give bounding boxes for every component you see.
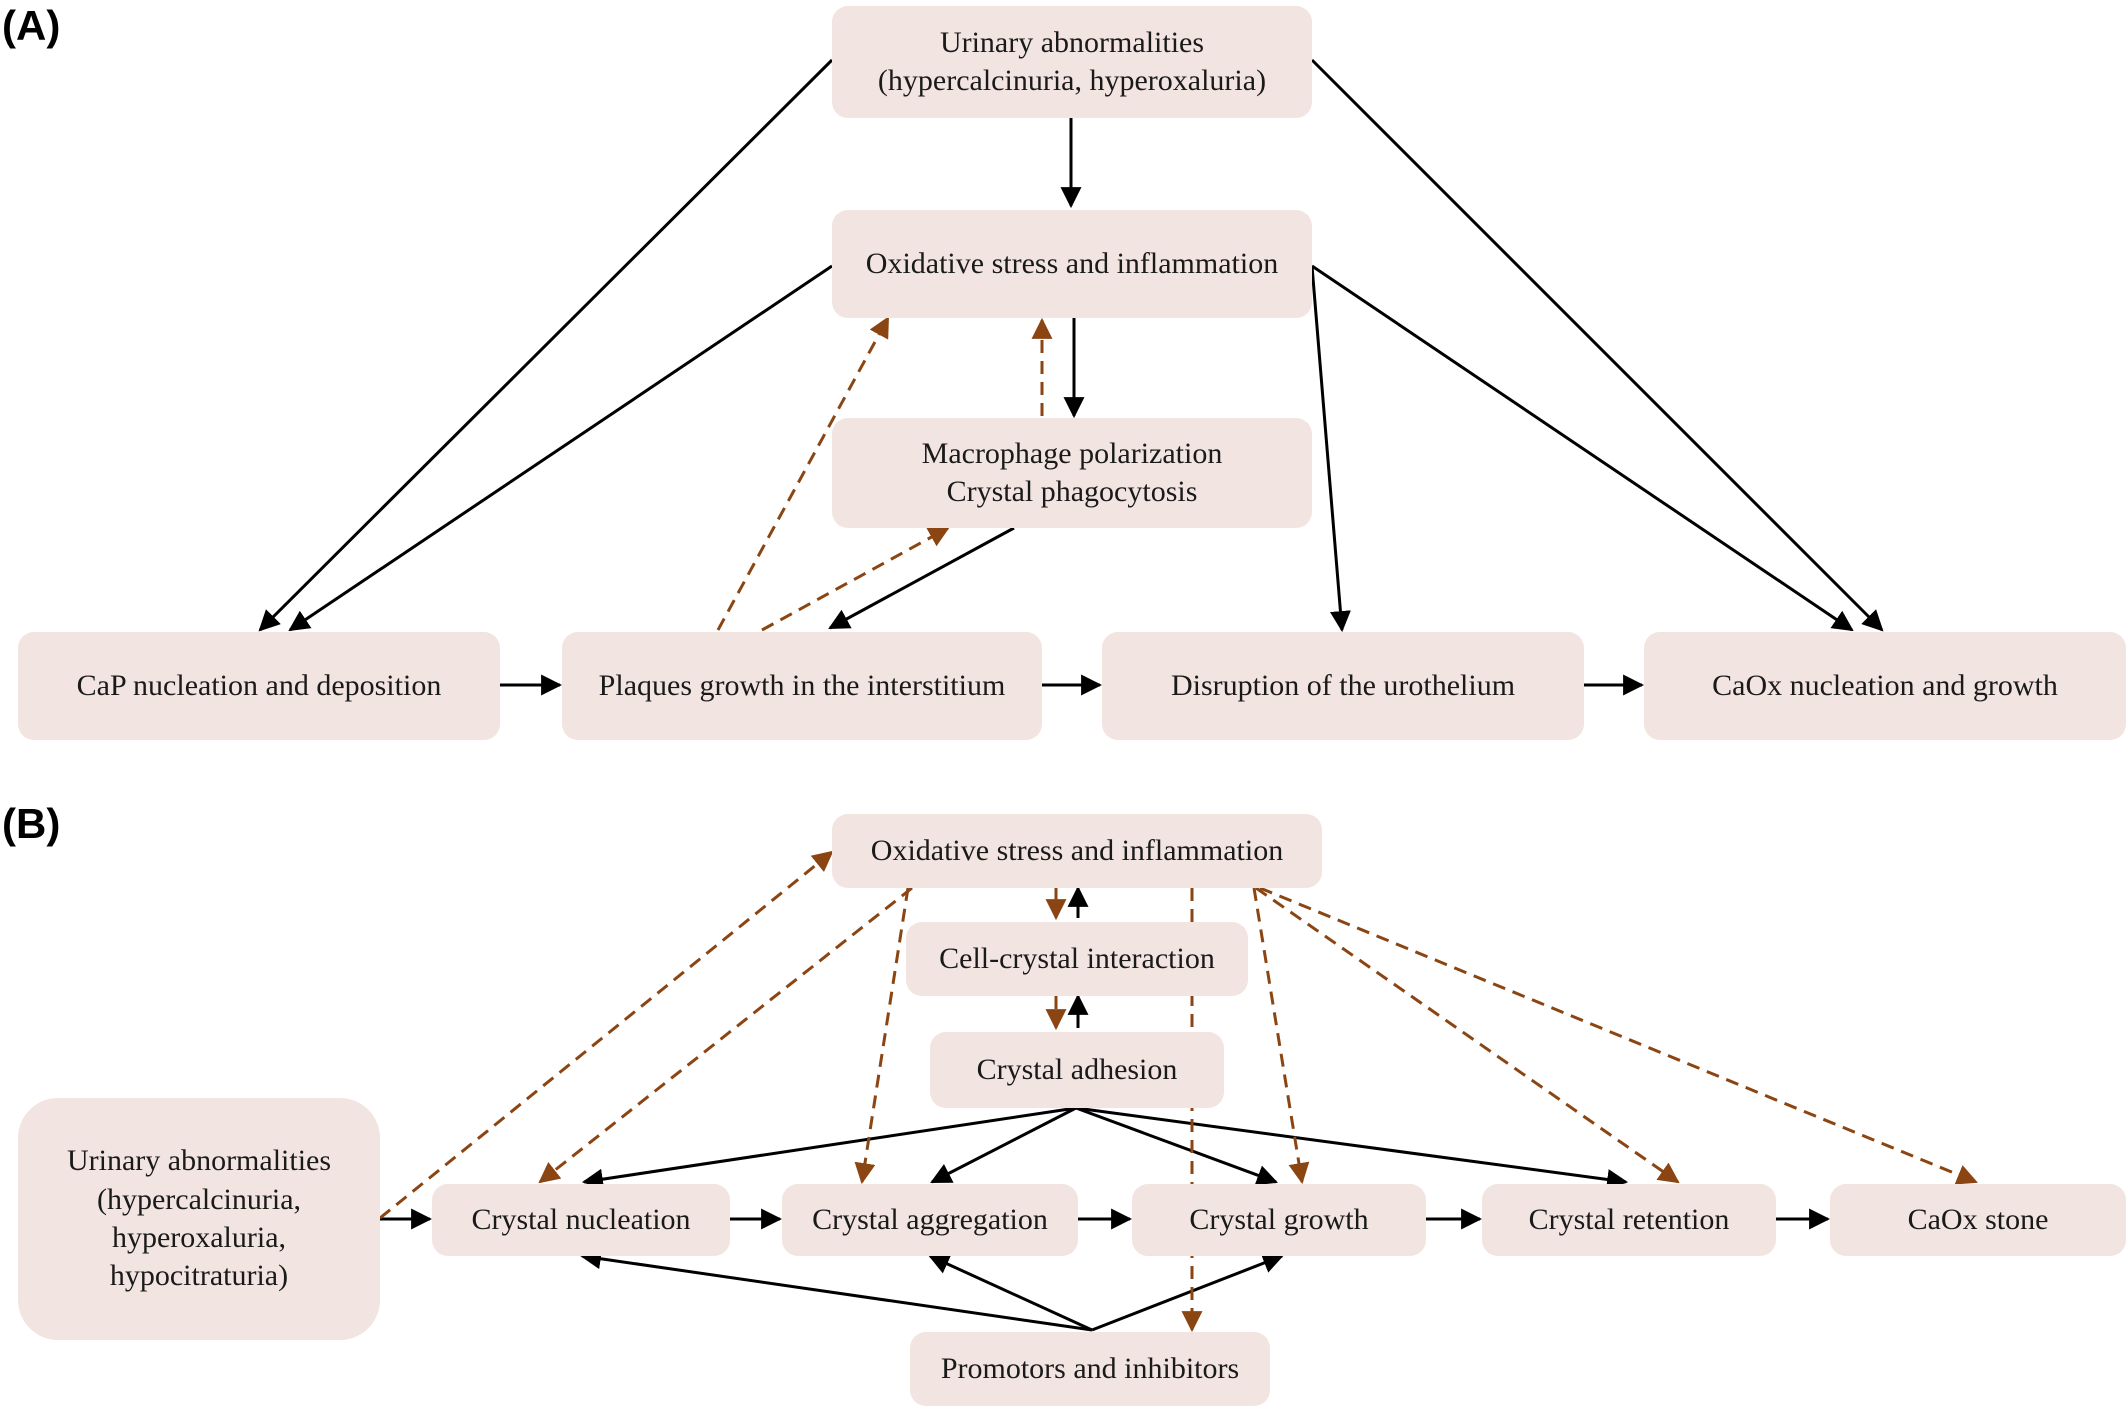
node-a-cap-nucleation: CaP nucleation and deposition (18, 632, 500, 740)
edge-b-adhesion-to-retention (1075, 1106, 1629, 1190)
edge-b-oxidative-to-retention-dashed (1255, 886, 1680, 1184)
node-a-urinary-line2: (hypercalcinuria, hyperoxaluria) (877, 64, 1267, 97)
edge-b-oxidative-to-growth-dashed (1252, 887, 1310, 1185)
panel-label-a: (A) (2, 2, 61, 49)
node-a-plaques-growth: Plaques growth in the interstitium (562, 632, 1042, 740)
node-b-crystal-retention: Crystal retention (1482, 1184, 1776, 1256)
edge-a-oxidative-to-cap (288, 264, 833, 632)
edge-a-urinary-to-caox (1310, 58, 1884, 632)
node-a-macrophage-line1: Macrophage polarization (921, 436, 1223, 470)
node-b-caox-stone: CaOx stone (1830, 1184, 2126, 1256)
diagram-a-solid-arrows (258, 58, 1884, 696)
edge-b-promotors-to-nucleation (579, 1248, 1093, 1332)
node-b-crystal-nucleation: Crystal nucleation (432, 1184, 730, 1256)
node-b-urinary-line1: Urinary abnormalities (66, 1144, 332, 1178)
diagram-b-dashed-arrows (379, 850, 1978, 1333)
node-b-urinary-line4: hypocitraturia) (109, 1259, 289, 1293)
node-a-macrophage-line2: Crystal phagocytosis (946, 475, 1198, 508)
node-b-urinary-line2: (hypercalcinuria, (96, 1182, 302, 1216)
edge-a-urinary-to-cap (258, 58, 834, 632)
node-a-caox-nucleation: CaOx nucleation and growth (1644, 632, 2126, 740)
edge-a-plaques-to-macrophage-dashed (761, 526, 950, 632)
panel-label-b: (B) (2, 800, 61, 847)
edge-b-adhesion-to-aggregation (930, 1106, 1077, 1184)
edge-b-promotors-to-aggregation (928, 1254, 1093, 1332)
edge-b-urinary-to-oxidative-dashed (379, 850, 834, 1220)
edge-b-oxidative-to-aggregation-dashed (854, 887, 910, 1185)
edge-b-adhesion-to-growth (1075, 1106, 1278, 1186)
edge-b-promotors-to-growth (1091, 1253, 1284, 1332)
node-b-crystal-adhesion: Crystal adhesion (930, 1032, 1224, 1108)
node-a-disruption-urothelium: Disruption of the urothelium (1102, 632, 1584, 740)
diagram-a-dashed-arrows (716, 316, 1053, 632)
edge-a-macrophage-to-plaques (828, 526, 1015, 630)
node-b-promotors-inhibitors: Promotors and inhibitors (910, 1332, 1270, 1406)
edge-a-oxidative-to-disruption (1310, 265, 1351, 633)
edge-b-oxidative-to-nucleation-dashed (538, 886, 913, 1184)
node-b-urinary-line3: hyperoxaluria, (111, 1221, 287, 1254)
diagram-b-solid-arrows (380, 885, 1831, 1332)
node-b-urinary-abnormalities: Urinary abnormalities (hypercalcinuria, … (18, 1098, 380, 1340)
node-b-oxidative-stress: Oxidative stress and inflammation (832, 814, 1322, 888)
node-a-urinary-line1: Urinary abnormalities (939, 25, 1205, 59)
node-a-oxidative-stress: Oxidative stress and inflammation (832, 210, 1312, 318)
edge-a-plaques-to-oxidative-dashed (716, 316, 890, 631)
node-a-urinary-abnormalities: Urinary abnormalities (hypercalcinuria, h… (832, 6, 1312, 118)
node-b-crystal-aggregation: Crystal aggregation (782, 1184, 1078, 1256)
node-b-crystal-growth: Crystal growth (1132, 1184, 1426, 1256)
node-b-cell-crystal-interaction: Cell-crystal interaction (906, 922, 1248, 996)
edge-b-adhesion-to-nucleation (581, 1106, 1077, 1190)
edge-a-oxidative-to-caox (1311, 264, 1854, 632)
edge-b-oxidative-to-stone-dashed (1259, 886, 1978, 1185)
